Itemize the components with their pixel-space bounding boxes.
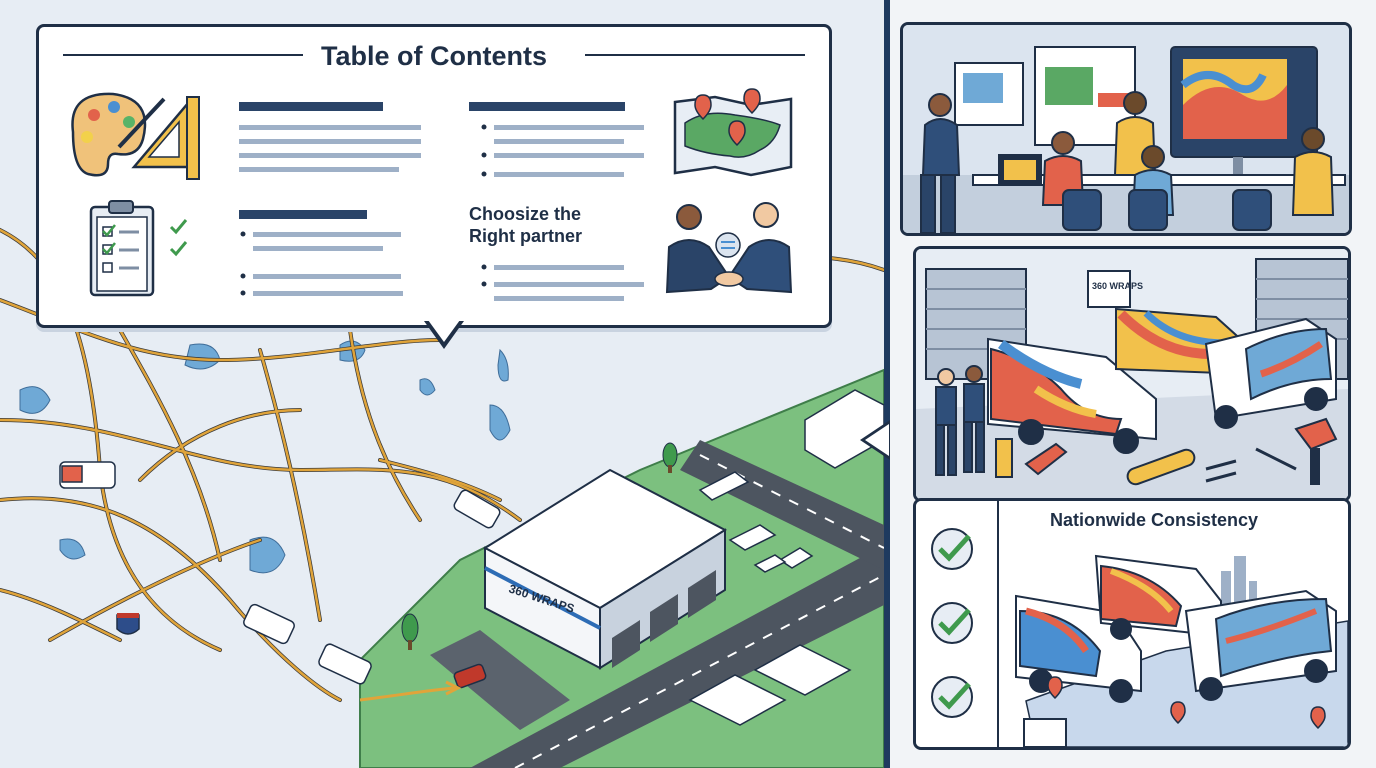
- tools-icon: [995, 417, 1338, 486]
- handshake-icon: [665, 202, 793, 294]
- palette-icon: [71, 92, 147, 177]
- tree-icon: [401, 442, 678, 650]
- consistency-title: Nationwide Consistency: [1050, 510, 1259, 530]
- divider: [63, 54, 303, 56]
- interstate-shield-icon: [116, 613, 140, 635]
- toc-graphics: [71, 88, 793, 301]
- installation-illustration: 360 WRAPS: [916, 249, 1348, 499]
- clipboard-checklist-icon: [89, 200, 188, 297]
- checkmark-icon: [931, 528, 973, 718]
- wall-logo-text: 360 WRAPS: [1092, 281, 1143, 291]
- location-pin-icon: [1047, 676, 1326, 730]
- consistency-illustration: [916, 501, 1348, 747]
- ruler-triangle-icon: [117, 96, 200, 180]
- consistency-panel: [913, 498, 1351, 750]
- bubble-pointer-inner: [428, 320, 460, 342]
- vertical-divider: [884, 0, 890, 768]
- panel-pointer-inner: [865, 424, 889, 456]
- table-of-contents-card: Table of Contents Choosize the Right par…: [36, 24, 832, 328]
- headquarters-building: [482, 468, 728, 670]
- van-icon: [59, 461, 501, 689]
- installation-bay-panel: 360 WRAPS: [913, 246, 1351, 502]
- design-team-panel: [900, 22, 1352, 236]
- design-team-illustration: [903, 25, 1349, 233]
- us-map-icon: [673, 88, 793, 177]
- toc-title: Table of Contents: [321, 41, 547, 71]
- divider: [585, 54, 805, 56]
- section-heading-choose-partner: Choosize the Right partner: [469, 204, 583, 246]
